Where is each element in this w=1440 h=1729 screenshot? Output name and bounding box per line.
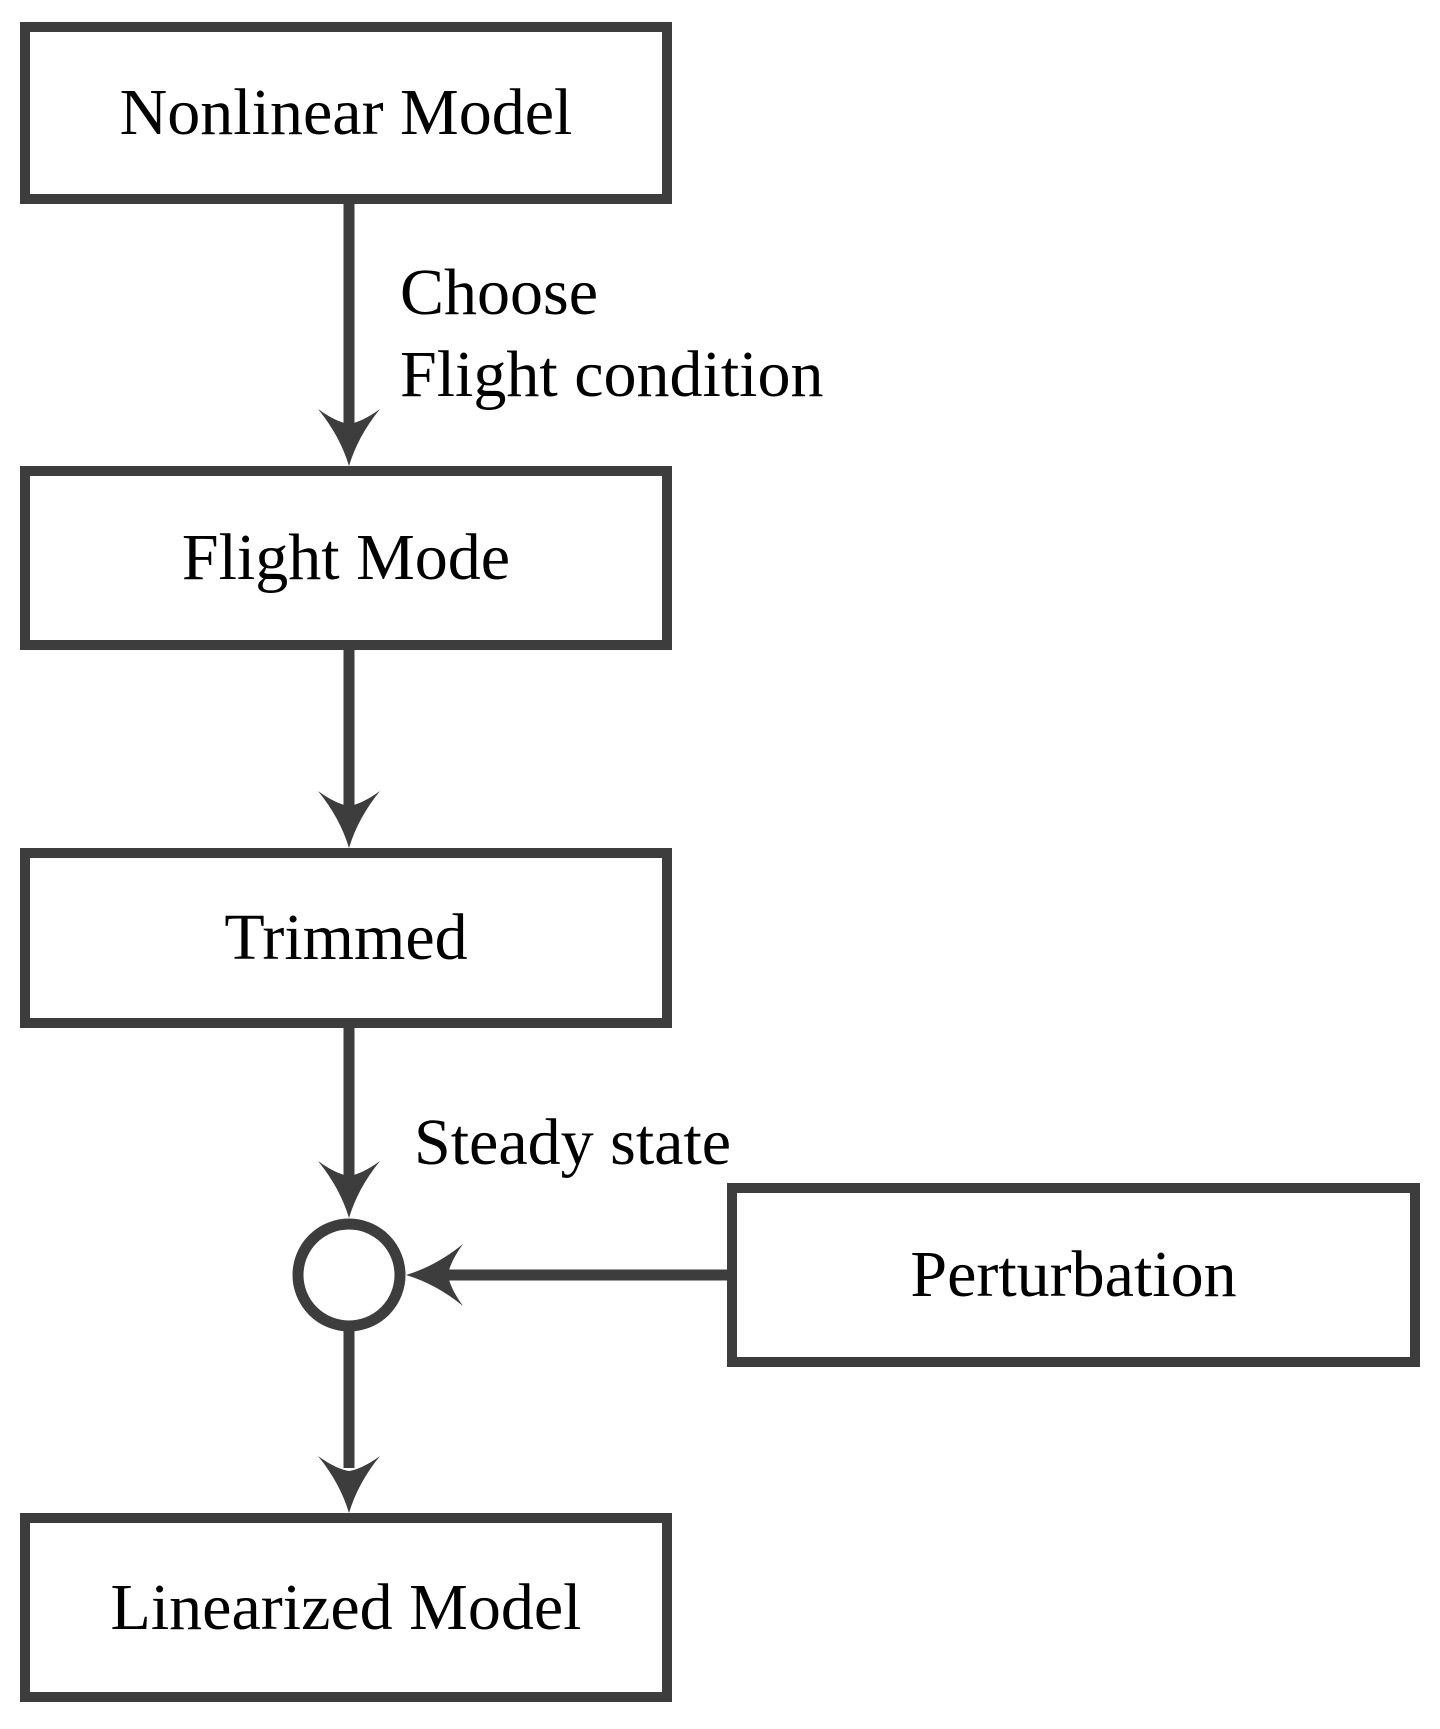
- node-perturbation: Perturbation: [727, 1183, 1420, 1367]
- node-trimmed: Trimmed: [20, 848, 672, 1028]
- node-trimmed-label: Trimmed: [224, 901, 468, 974]
- arrow-junction-to-linearized: [318, 1330, 380, 1513]
- arrow-flight-mode-to-trimmed: [318, 646, 380, 848]
- edge-label-steady-state: Steady state: [414, 1102, 731, 1184]
- edge-label-choose-line1: Choose: [400, 256, 598, 329]
- node-linearized-model-label: Linearized Model: [110, 1570, 582, 1644]
- node-perturbation-label: Perturbation: [910, 1238, 1237, 1311]
- node-linearized-model: Linearized Model: [20, 1513, 672, 1702]
- node-nonlinear-model: Nonlinear Model: [20, 22, 672, 204]
- node-nonlinear-model-label: Nonlinear Model: [119, 76, 573, 149]
- edge-label-steady-state-text: Steady state: [414, 1106, 732, 1179]
- node-flight-mode-label: Flight Mode: [181, 521, 511, 594]
- arrow-nonlinear-to-flight-mode: [318, 200, 380, 466]
- arrow-perturbation-to-junction: [406, 1244, 731, 1306]
- summing-junction-circle: [292, 1218, 406, 1332]
- edge-label-choose-flight-condition: Choose Flight condition: [400, 252, 824, 416]
- node-flight-mode: Flight Mode: [20, 466, 672, 650]
- edge-label-choose-line2: Flight condition: [400, 338, 824, 411]
- arrow-trimmed-to-junction: [318, 1024, 380, 1218]
